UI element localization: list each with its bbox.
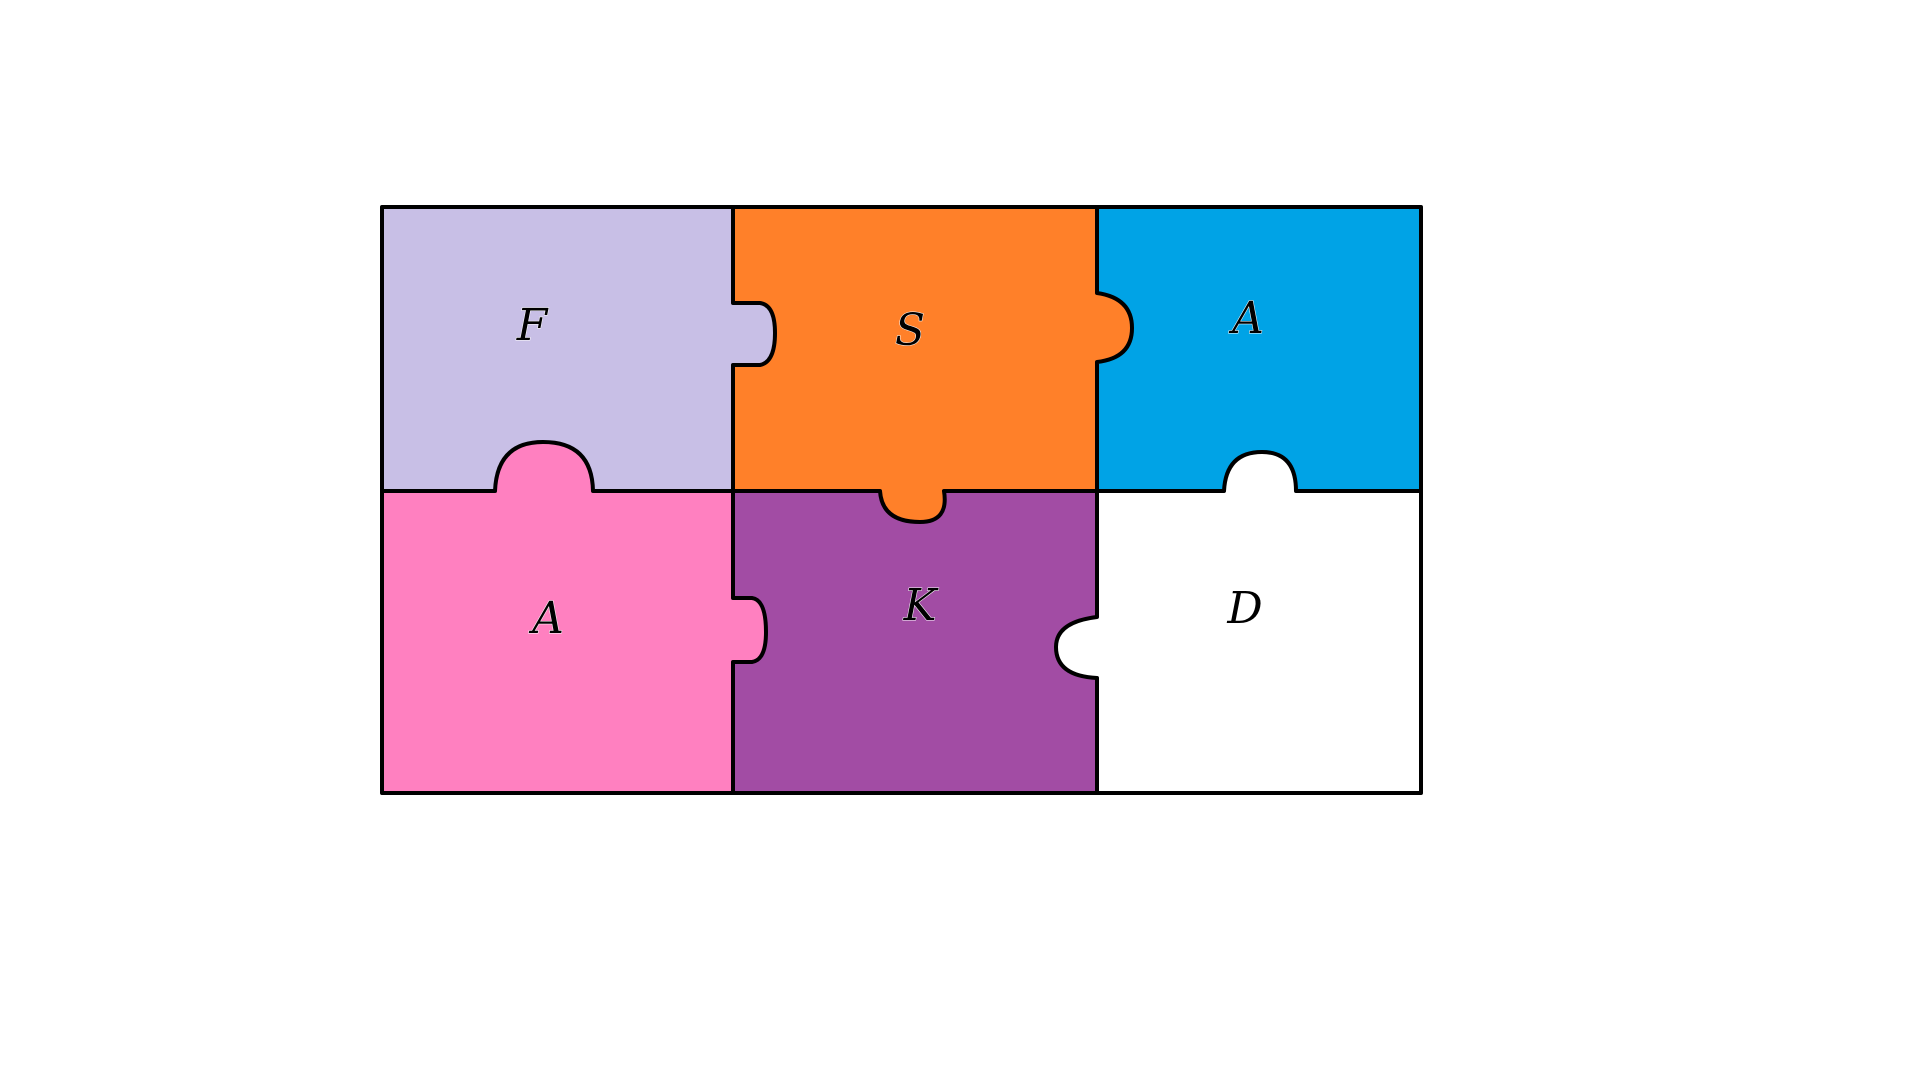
puzzle-piece-s-letter: S	[895, 305, 925, 356]
puzzle-outer-border	[380, 205, 1423, 795]
puzzle-piece-f	[382, 207, 775, 491]
seam-k-d	[1054, 491, 1099, 793]
puzzle-piece-a-top-letter: A	[1228, 293, 1264, 344]
puzzle-piece-a-top	[1097, 207, 1421, 491]
puzzle-piece-f-letter: F	[516, 300, 549, 351]
puzzle-piece-s	[733, 207, 1132, 522]
seam-s-k	[733, 489, 1097, 524]
puzzle-piece-d	[1056, 452, 1421, 793]
puzzle-piece-k-letter: K	[903, 580, 939, 631]
seam-a-d	[1097, 450, 1421, 493]
puzzle-piece-a-bottom-letter: A	[528, 593, 564, 644]
seam-f-a	[382, 440, 733, 493]
puzzle-piece-d-letter: D	[1226, 583, 1262, 634]
puzzle-piece-a-bottom	[382, 442, 766, 793]
seam-f-s	[731, 207, 777, 491]
seam-a-k	[731, 491, 768, 793]
seam-s-a	[1095, 207, 1134, 491]
puzzle-piece-k	[733, 491, 1097, 793]
